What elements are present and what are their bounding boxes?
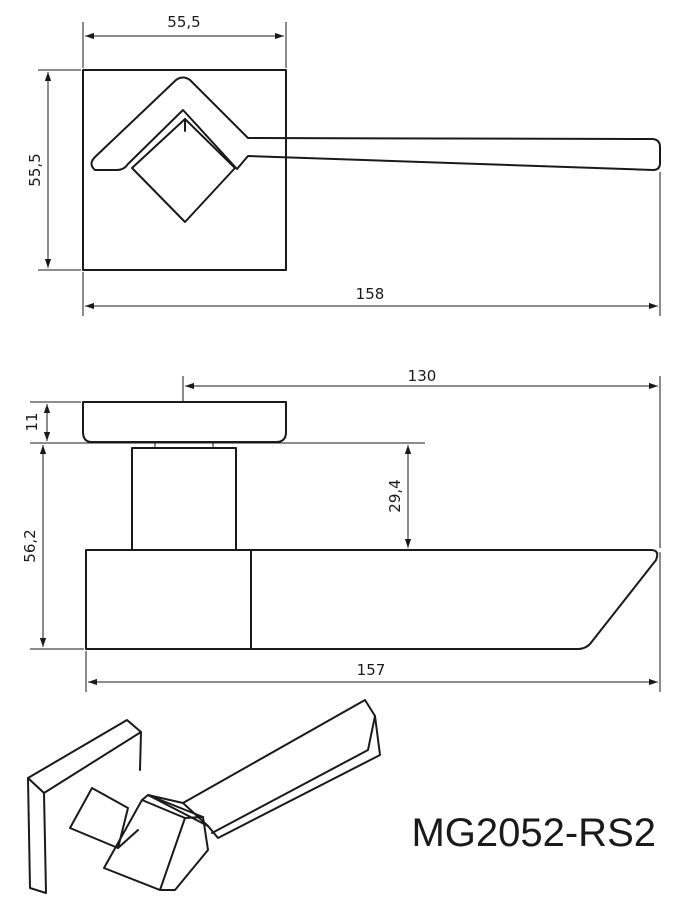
lever-top-face [147, 699, 381, 839]
dimension-lever-length-label: 157 [357, 661, 386, 679]
dimension-rose-thickness-label: 11 [23, 412, 41, 431]
dimension-height-label: 55,5 [26, 153, 44, 186]
dimension-spindle-offset-label: 130 [408, 367, 437, 385]
lever-outline [90, 76, 661, 171]
dimension-width-label: 55,5 [167, 13, 200, 31]
boss-top-face [141, 794, 204, 819]
rose-back-edge [139, 731, 142, 771]
rose-side-face [27, 777, 47, 894]
rose-top-face [27, 719, 142, 794]
lever-side-outline [85, 549, 659, 650]
dimension-total-height-label: 56,2 [21, 529, 39, 562]
neck-block [69, 787, 129, 849]
diamond-boss [131, 118, 236, 223]
boss-front-face [103, 799, 186, 891]
boss-side-face [159, 816, 209, 891]
dimension-total-length-label: 158 [356, 285, 385, 303]
model-code: MG2052-RS2 [411, 811, 656, 855]
neck-outline [131, 447, 237, 551]
lever-underside [211, 715, 376, 834]
side-view: 130 11 29,4 56,2 157 [21, 367, 661, 692]
rose-side-outline [82, 401, 287, 443]
isometric-view [27, 699, 381, 894]
top-view: 55,5 55,5 158 [26, 13, 661, 316]
neck-edge [117, 829, 139, 849]
dimension-neck-height-label: 29,4 [386, 479, 404, 512]
